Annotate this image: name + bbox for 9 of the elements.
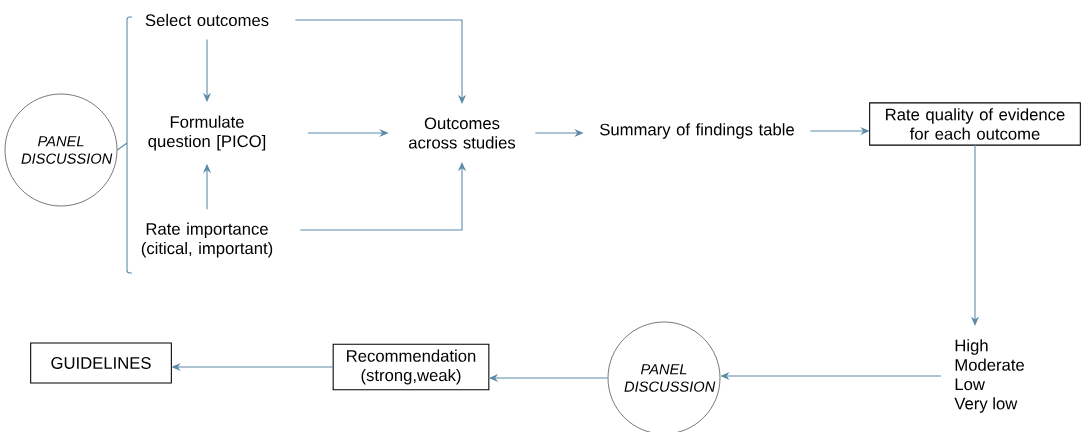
step-text: Formulate question [PICO]: [148, 115, 266, 151]
quality-levels: High Moderate Low Very low: [954, 339, 1024, 413]
step-text: Select outcomes: [145, 13, 269, 27]
step-text: Outcomes across studies: [409, 117, 516, 149]
step-text: Rate importance (citical, important): [141, 222, 273, 258]
process-box: Recommendation (strong,weak): [332, 343, 490, 391]
process-box: Rate quality of evidence for each outcome: [869, 102, 1081, 146]
step-text: Summary of findings table: [600, 123, 794, 139]
process-box: GUIDELINES: [30, 342, 172, 384]
